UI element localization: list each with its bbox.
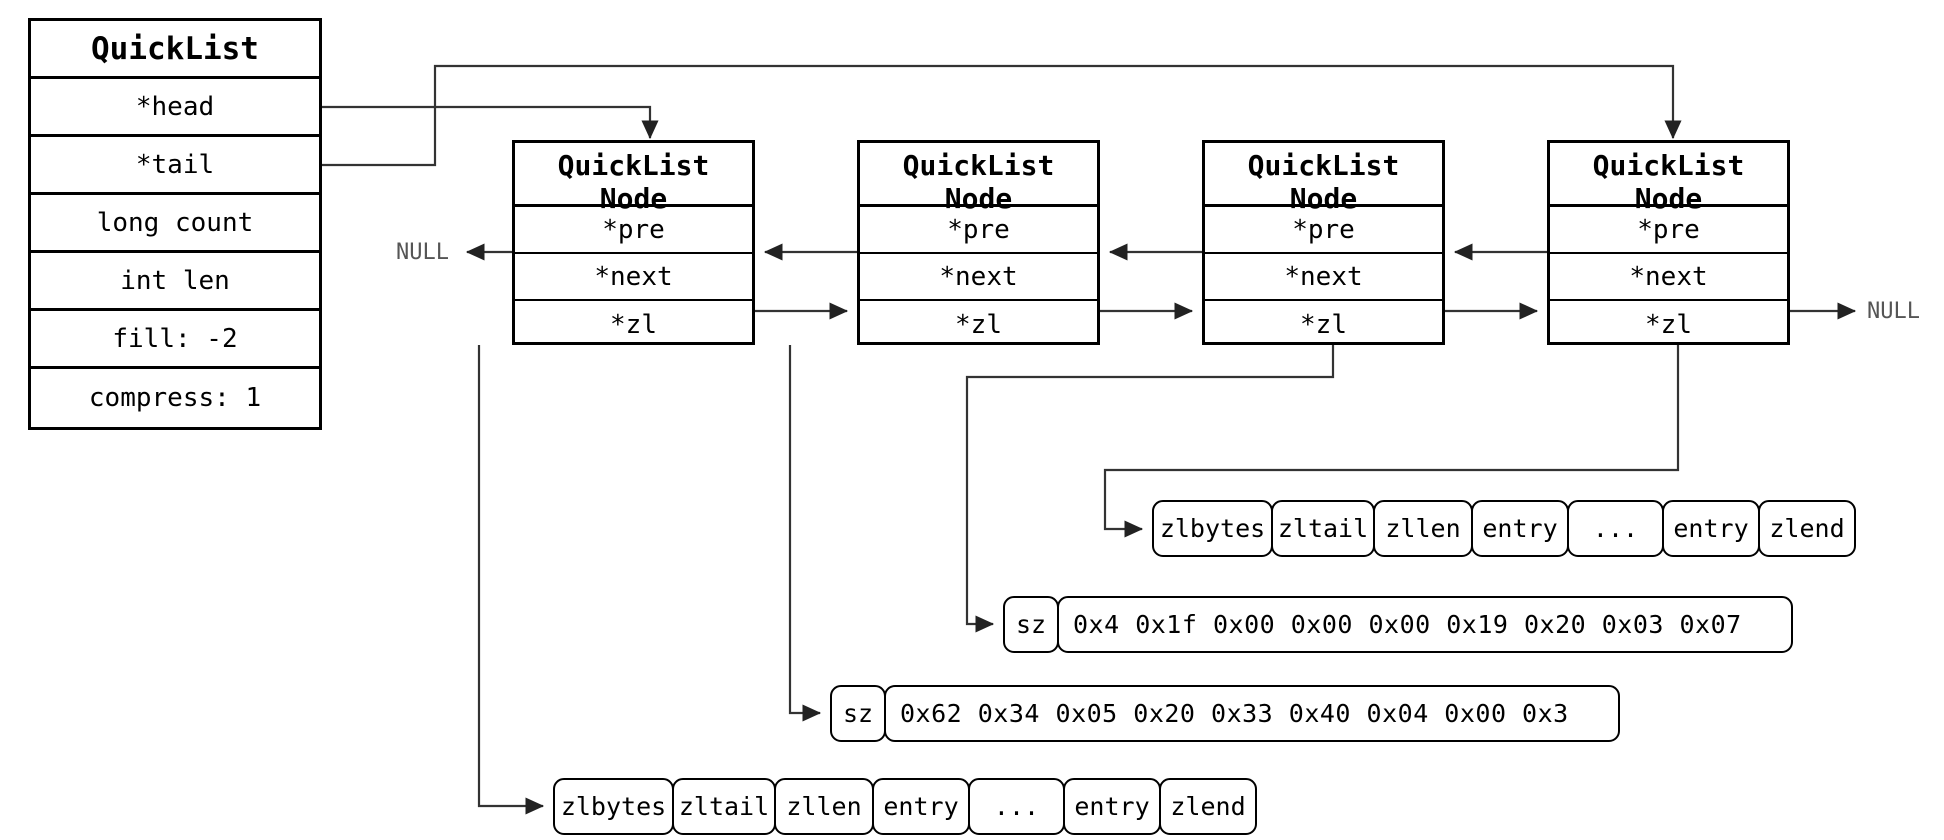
compressed-lower-bytes: 0x62 0x34 0x05 0x20 0x33 0x40 0x04 0x00 … — [884, 685, 1620, 742]
quicklist-node-3: QuickList Node *pre *next *zl — [1202, 140, 1445, 345]
node-1-title: QuickList Node — [515, 143, 752, 215]
quicklist-field-compress: compress: 1 — [88, 383, 262, 413]
quicklist-field-count: long count — [31, 195, 319, 253]
quicklist-field-head: *head — [31, 79, 319, 137]
quicklist-field-len: int len — [31, 253, 319, 311]
ziplist-upper-cell-zlend: zlend — [1758, 500, 1856, 557]
quicklist-node-4: QuickList Node *pre *next *zl — [1547, 140, 1790, 345]
node-4-field-pre: *pre — [1550, 207, 1787, 254]
node-2-field-next: *next — [860, 254, 1097, 301]
ziplist-upper-cell-zllen: zllen — [1373, 500, 1473, 557]
node-4-field-zl: *zl — [1645, 309, 1692, 340]
compressed-upper-sz-label: sz — [1003, 596, 1059, 653]
edge-head-to-node1 — [322, 105, 659, 140]
compressed-lower: sz 0x62 0x34 0x05 0x20 0x33 0x40 0x04 0x… — [830, 685, 1620, 742]
node-4-field-next: *next — [1550, 254, 1787, 301]
ziplist-lower-cell-zlend: zlend — [1159, 778, 1257, 835]
ziplist-lower-cell-zlbytes: zlbytes — [553, 778, 674, 835]
quicklist-field-fill: fill: -2 — [31, 311, 319, 369]
node-2-title: QuickList Node — [860, 143, 1097, 215]
quicklist-title: QuickList — [31, 21, 319, 79]
quicklist-node-1: QuickList Node *pre *next *zl — [512, 140, 755, 345]
ziplist-lower-cell-entry-2: entry — [1063, 778, 1161, 835]
ziplist-upper: zlbytes zltail zllen entry ... entry zle… — [1152, 500, 1856, 557]
ziplist-upper-cell-entry-2: entry — [1662, 500, 1760, 557]
ziplist-upper-cell-zltail: zltail — [1271, 500, 1375, 557]
node-1-field-zl: *zl — [610, 309, 657, 340]
quicklist-node-2: QuickList Node *pre *next *zl — [857, 140, 1100, 345]
edge-node4-zl-ziplist-upper — [1103, 345, 1680, 538]
node-1-field-pre: *pre — [515, 207, 752, 254]
node-3-title: QuickList Node — [1205, 143, 1442, 215]
node-2-field-zl: *zl — [955, 309, 1002, 340]
node-4-title: QuickList Node — [1550, 143, 1787, 215]
node-2-field-pre: *pre — [860, 207, 1097, 254]
ziplist-lower: zlbytes zltail zllen entry ... entry zle… — [553, 778, 1257, 835]
node-3-field-zl: *zl — [1300, 309, 1347, 340]
compressed-upper-bytes: 0x4 0x1f 0x00 0x00 0x00 0x19 0x20 0x03 0… — [1057, 596, 1793, 653]
ziplist-lower-cell-ellipsis: ... — [968, 778, 1065, 835]
compressed-lower-sz-label: sz — [830, 685, 886, 742]
ziplist-upper-cell-zlbytes: zlbytes — [1152, 500, 1273, 557]
edge-tail-to-node4 — [322, 64, 1682, 167]
quicklist-struct: QuickList *head *tail long count int len… — [28, 18, 322, 430]
ziplist-lower-cell-zltail: zltail — [672, 778, 776, 835]
node-3-field-pre: *pre — [1205, 207, 1442, 254]
edge-node1-zl-ziplist-lower — [477, 345, 545, 815]
quicklist-field-tail: *tail — [31, 137, 319, 195]
ziplist-upper-cell-entry-1: entry — [1471, 500, 1569, 557]
node-3-field-next: *next — [1205, 254, 1442, 301]
ziplist-lower-cell-zllen: zllen — [774, 778, 874, 835]
ziplist-lower-cell-entry-1: entry — [872, 778, 970, 835]
null-label-right: NULL — [1867, 299, 1920, 324]
null-label-left: NULL — [396, 240, 449, 265]
compressed-upper: sz 0x4 0x1f 0x00 0x00 0x00 0x19 0x20 0x0… — [1003, 596, 1793, 653]
node-1-field-next: *next — [515, 254, 752, 301]
edge-node3-zl-sz-upper — [965, 345, 1335, 633]
edge-node2-zl-sz-lower — [788, 345, 822, 722]
ziplist-upper-cell-ellipsis: ... — [1567, 500, 1664, 557]
